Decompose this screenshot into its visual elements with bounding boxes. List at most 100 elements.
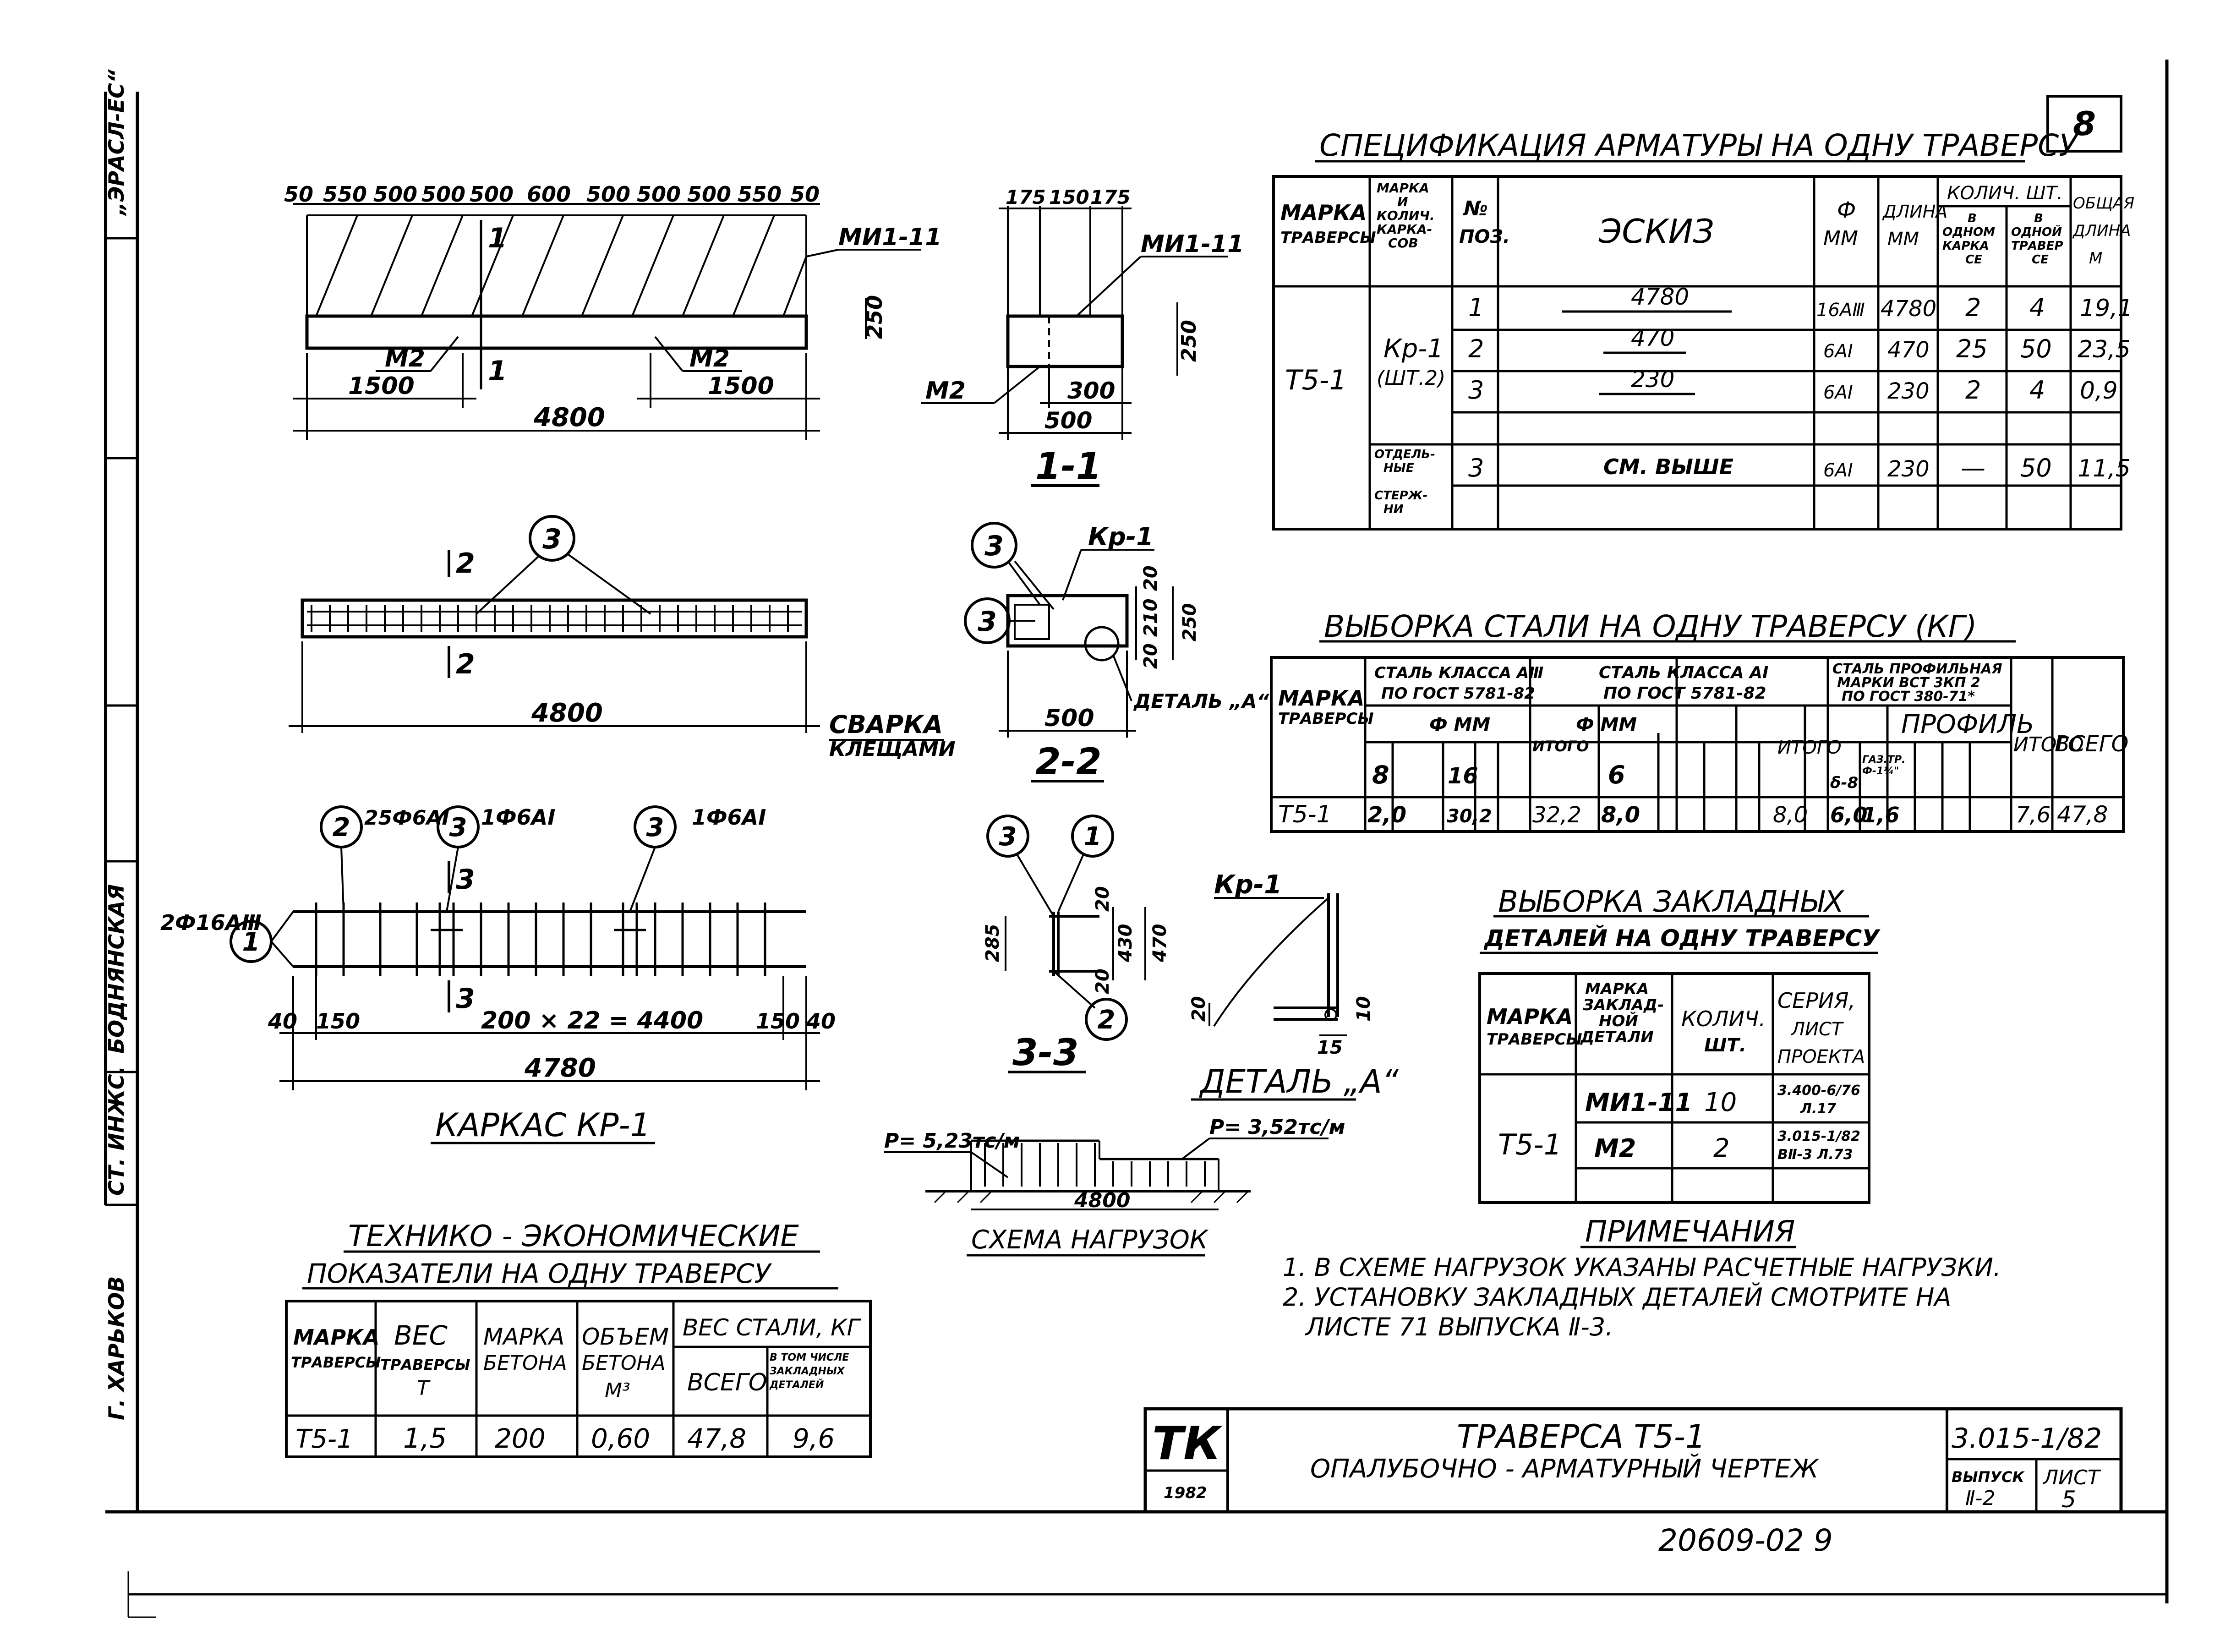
svg-text:МИ1-11: МИ1-11 (1141, 230, 1244, 258)
svg-text:6АⅠ: 6АⅠ (1823, 382, 1853, 403)
svg-text:6АⅠ: 6АⅠ (1823, 341, 1853, 362)
svg-text:1: 1 (488, 355, 507, 387)
svg-text:175: 175 (1006, 186, 1046, 208)
svg-text:3: 3 (978, 606, 997, 638)
svg-text:6: 6 (1608, 760, 1625, 789)
svg-text:Кр-1: Кр-1 (1383, 334, 1444, 364)
svg-text:КАРКА: КАРКА (1942, 239, 1989, 253)
svg-text:4800: 4800 (531, 698, 603, 728)
svg-text:23,5: 23,5 (2078, 336, 2131, 363)
svg-text:7,6: 7,6 (2016, 802, 2050, 828)
svg-text:МАРКА: МАРКА (1377, 181, 1429, 196)
svg-text:δ-8: δ-8 (1830, 774, 1858, 792)
svg-text:6,0: 6,0 (1830, 803, 1868, 827)
svg-text:ИТОГО: ИТОГО (2013, 733, 2084, 756)
svg-text:ДЕТАЛЕЙ: ДЕТАЛЕЙ (769, 1379, 824, 1391)
svg-text:1: 1 (1468, 293, 1484, 322)
cage-title: КАРКАС КР-1 (435, 1106, 651, 1144)
svg-text:Ф ММ: Ф ММ (1576, 714, 1637, 735)
detail-a: Кр-1 20 10 15 ДЕТАЛЬ „А“ (1188, 870, 1399, 1101)
svg-text:Кр-1: Кр-1 (1214, 870, 1282, 900)
svg-text:175: 175 (1090, 186, 1131, 208)
svg-text:ДЛИНА: ДЛИНА (2072, 222, 2131, 240)
svg-text:15: 15 (1317, 1037, 1343, 1058)
svg-text:3: 3 (456, 983, 475, 1015)
svg-text:СТЕРЖ-: СТЕРЖ- (1374, 489, 1427, 503)
svg-text:ММ: ММ (1823, 227, 1858, 250)
strip-city: Г. ХАРЬКОВ (104, 1276, 129, 1420)
notes-title: ПРИМЕЧАНИЯ (1585, 1215, 1795, 1249)
svg-text:СТАЛЬ КЛАССА АⅢ: СТАЛЬ КЛАССА АⅢ (1374, 664, 1543, 682)
stamp-title: ТРАВЕРСА Т5-1 (1457, 1418, 1706, 1455)
view-middle: 3 2 2 4800 СВАРКА КЛЕЩАМИ (289, 515, 956, 761)
svg-text:500: 500 (470, 182, 514, 207)
svg-text:ДЕТАЛИ: ДЕТАЛИ (1580, 1028, 1654, 1046)
svg-text:550: 550 (323, 182, 367, 207)
svg-text:ТРАВЕРСЫ: ТРАВЕРСЫ (291, 1354, 381, 1371)
svg-text:—: — (1961, 454, 1985, 482)
spec-title: СПЕЦИФИКАЦИЯ АРМАТУРЫ НА ОДНУ ТРАВЕРСУ (1319, 128, 2079, 163)
svg-text:ВСЕГО: ВСЕГО (2055, 731, 2128, 757)
embed-table: ВЫБОРКА ЗАКЛАДНЫХ ДЕТАЛЕЙ НА ОДНУ ТРАВЕР… (1478, 885, 1881, 1204)
svg-text:230: 230 (1887, 378, 1930, 404)
svg-text:ЭСКИЗ: ЭСКИЗ (1598, 212, 1714, 251)
svg-text:2,0: 2,0 (1367, 802, 1406, 828)
svg-text:Кр-1: Кр-1 (1088, 522, 1154, 551)
svg-text:МАРКА: МАРКА (1280, 200, 1367, 225)
load-scheme: Р= 5,23тс/м Р= 3,52тс/м 4800 СХЕМА НАГ (884, 1116, 1345, 1257)
svg-text:0,9: 0,9 (2080, 377, 2118, 405)
svg-text:ЗАКЛАД-: ЗАКЛАД- (1582, 996, 1664, 1014)
svg-text:Ⅱ-2: Ⅱ-2 (1965, 1487, 1996, 1510)
sheet-number-box: 8 (2046, 95, 2122, 153)
svg-text:ВЕС: ВЕС (394, 1320, 448, 1351)
svg-text:1982: 1982 (1164, 1484, 1207, 1502)
embed-row: МИ1-11 10 3.400-6/76 Л.17 (1585, 1083, 1860, 1117)
strip-position: СТ. ИНЖС. (104, 1066, 129, 1196)
svg-text:25: 25 (1956, 334, 1988, 363)
svg-text:ИТОГО: ИТОГО (1777, 737, 1842, 758)
svg-text:1500: 1500 (708, 372, 774, 400)
top-dim-chain: 50 550 500 500 500 600 500 500 500 550 5… (284, 182, 820, 207)
svg-text:ТРАВЕР: ТРАВЕР (2011, 239, 2063, 253)
svg-text:М2: М2 (1594, 1134, 1636, 1163)
svg-text:КЛЕЩАМИ: КЛЕЩАМИ (829, 738, 956, 761)
svg-text:ПРОЕКТА: ПРОЕКТА (1777, 1046, 1865, 1067)
title-block: ТК 1982 ТРАВЕРСА Т5-1 ОПАЛУБОЧНО - АРМАТ… (1143, 1407, 2123, 1514)
section-title-3-3: 3-3 (1012, 1031, 1079, 1074)
svg-text:3: 3 (646, 813, 664, 842)
svg-text:Ф: Ф (1837, 197, 1856, 223)
svg-text:250: 250 (1179, 603, 1200, 642)
svg-text:ВЫПУСК: ВЫПУСК (1952, 1468, 2025, 1486)
svg-text:1,5: 1,5 (403, 1422, 447, 1455)
svg-text:5: 5 (2061, 1486, 2076, 1513)
svg-text:СВАРКА: СВАРКА (829, 710, 943, 739)
stamp-code: 3.015-1/82 (1952, 1422, 2102, 1455)
svg-text:550: 550 (738, 182, 782, 207)
svg-text:470: 470 (1149, 924, 1170, 963)
svg-text:ВЫБОРКА ЗАКЛАДНЫХ: ВЫБОРКА ЗАКЛАДНЫХ (1498, 885, 1844, 919)
svg-text:НЫЕ: НЫЕ (1383, 461, 1414, 475)
svg-text:1Ф6АⅠ: 1Ф6АⅠ (481, 805, 555, 830)
svg-text:25Ф6АⅠ: 25Ф6АⅠ (364, 806, 449, 830)
svg-text:3: 3 (542, 523, 562, 555)
sheet-number: 8 (2073, 104, 2096, 143)
svg-text:8,0: 8,0 (1773, 802, 1808, 828)
spec-mark: Т5-1 (1285, 364, 1347, 396)
svg-text:ПО ГОСТ 380-71*: ПО ГОСТ 380-71* (1842, 689, 1975, 705)
svg-text:4800: 4800 (533, 403, 605, 432)
spec-row: 3 230 6АⅠ 230 2 4 0,9 (1468, 366, 2118, 405)
svg-text:3: 3 (456, 864, 475, 896)
detail-a-title: ДЕТАЛЬ „А“ (1199, 1063, 1399, 1100)
svg-text:В: В (1968, 212, 1977, 225)
svg-text:1. В СХЕМЕ НАГРУЗОК УКАЗАНЫ РА: 1. В СХЕМЕ НАГРУЗОК УКАЗАНЫ РАСЧЕТНЫЕ НА… (1283, 1253, 2001, 1282)
svg-text:50: 50 (284, 182, 313, 207)
svg-text:М2: М2 (385, 345, 425, 372)
svg-text:430: 430 (1115, 924, 1136, 963)
svg-text:0,60: 0,60 (591, 1423, 650, 1454)
svg-text:В: В (2034, 212, 2043, 225)
svg-text:Л.17: Л.17 (1800, 1101, 1836, 1117)
svg-text:СЕ: СЕ (2032, 253, 2049, 267)
section-1-1: 175 150 175 МИ1-11 М2 300 500 250 1-1 (921, 186, 1244, 487)
svg-text:М2: М2 (925, 377, 966, 405)
svg-text:2: 2 (456, 648, 475, 680)
